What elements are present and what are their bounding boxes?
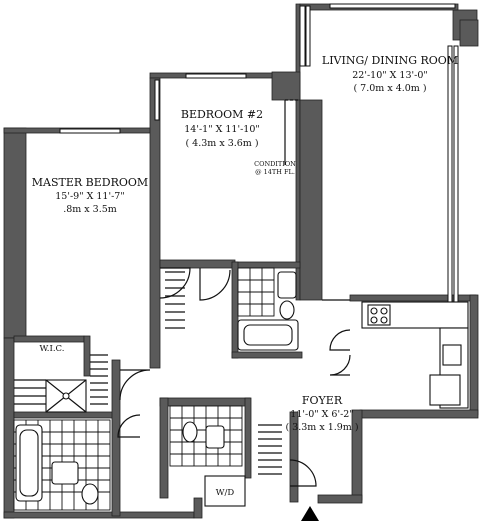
- bedroom2-name: BEDROOM #2: [181, 108, 263, 121]
- toilet-3: [182, 421, 198, 443]
- kitchen-sink: [442, 344, 462, 366]
- foyer-dims-metric: ( 3.3m x 1.9m ): [285, 422, 358, 433]
- sink-master: [51, 461, 79, 485]
- entry-arrow-icon: [301, 506, 319, 521]
- sink-2: [277, 271, 297, 299]
- wic-label: W.I.C.: [40, 344, 65, 354]
- foyer-name: FOYER: [302, 394, 343, 407]
- toilet-master: [81, 483, 99, 505]
- master-bedroom-dims-metric: .8m x 3.5m: [63, 204, 117, 215]
- condition-line1: CONDITION: [254, 160, 296, 168]
- bedroom2-dims-imperial: 14'-1" X 11'-10": [184, 124, 260, 135]
- interior-lines: [14, 99, 351, 487]
- wd-label: W/D: [216, 488, 235, 498]
- kitchen: [361, 301, 469, 409]
- condition-line2: @ 14TH FL.: [255, 168, 295, 176]
- master-bathroom: [13, 379, 111, 511]
- foyer-dims-imperial: 11'-0" X 6'-2": [290, 409, 353, 420]
- refrigerator: [429, 374, 461, 406]
- living-dining-dims-imperial: 22'-10" X 13'-0": [352, 70, 428, 81]
- master-bedroom-name: MASTER BEDROOM: [32, 176, 148, 189]
- bedroom2-dims-metric: ( 4.3m x 3.6m ): [185, 138, 258, 149]
- washer-dryer: [204, 475, 246, 507]
- bathroom-3: [169, 405, 243, 467]
- room-labels: LIVING/ DINING ROOM 22'-10" X 13'-0" ( 7…: [32, 54, 458, 433]
- laundry-closet: W/D: [204, 475, 246, 507]
- living-dining-dims-metric: ( 7.0m x 4.0m ): [353, 83, 426, 94]
- sink-3: [205, 425, 225, 449]
- living-dining-name: LIVING/ DINING ROOM: [322, 54, 458, 67]
- windows: [59, 3, 459, 307]
- master-bedroom-dims-imperial: 15'-9" X 11'-7": [55, 191, 124, 202]
- bathroom-2: [237, 267, 299, 351]
- toilet-2: [279, 300, 295, 320]
